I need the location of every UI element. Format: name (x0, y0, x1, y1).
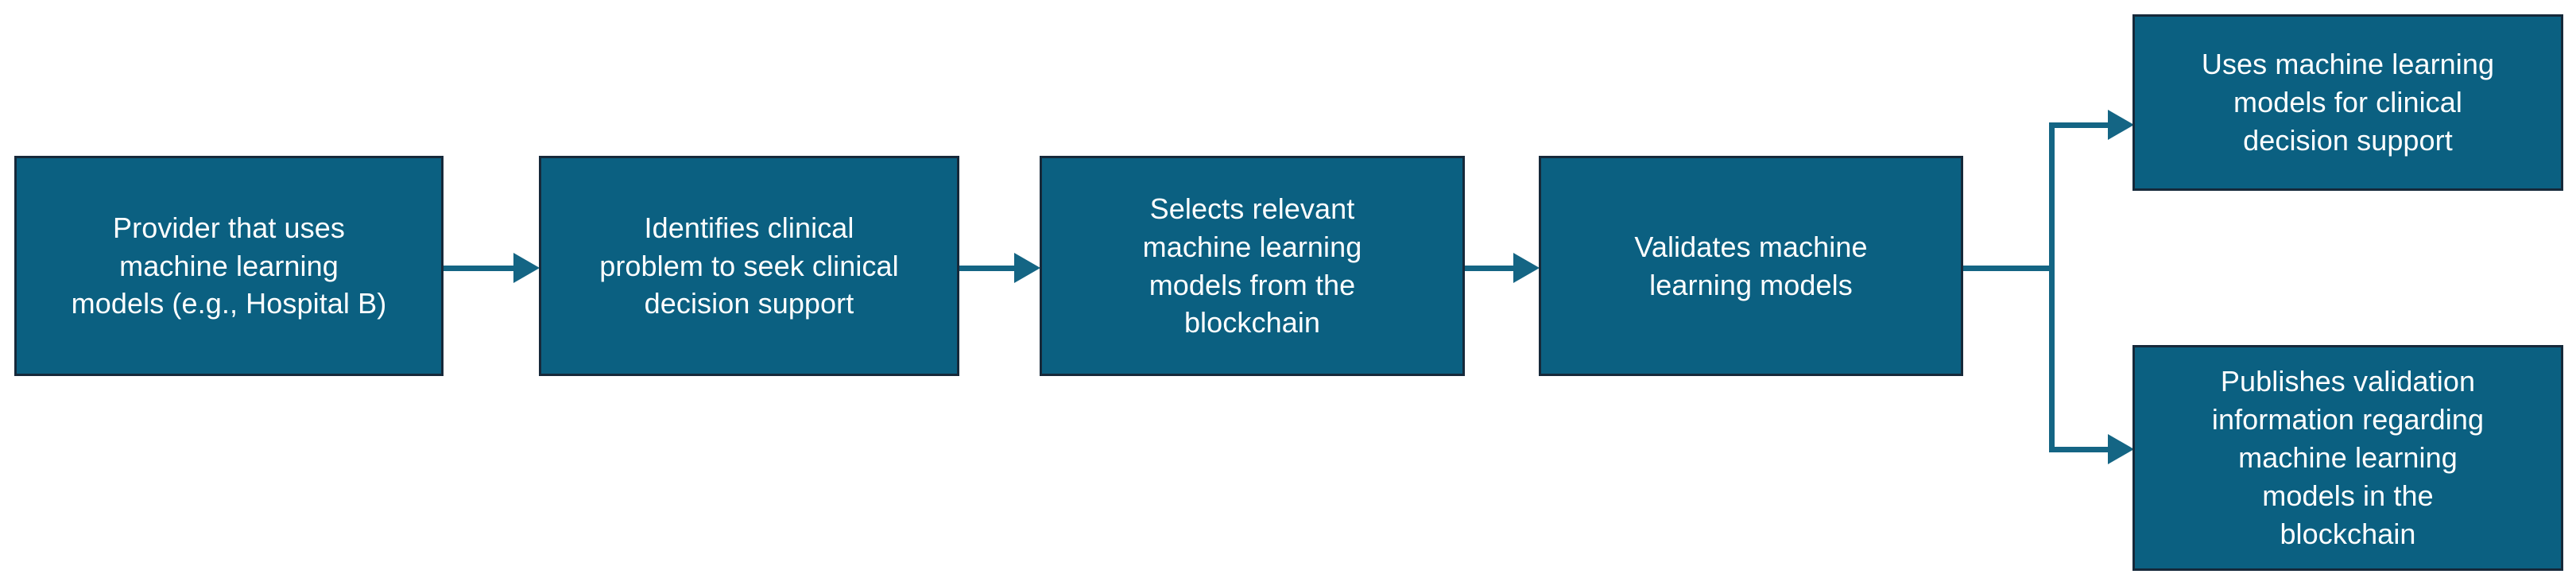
connector-validate-branch-spine (2049, 122, 2055, 452)
node-use-models[interactable]: Uses machine learning models for clinica… (2132, 14, 2563, 191)
arrowhead-validate-to-publish (2108, 434, 2134, 464)
node-validate-models-label: Validates machine learning models (1634, 230, 1868, 301)
connector-identify-to-select (959, 266, 1015, 271)
node-identify-problem-label: Identifies clinical problem to seek clin… (599, 211, 899, 320)
node-select-models-label: Selects relevant machine learning models… (1142, 192, 1362, 339)
node-identify-problem[interactable]: Identifies clinical problem to seek clin… (539, 156, 959, 376)
arrowhead-identify-to-select (1014, 253, 1040, 283)
connector-validate-to-use (2049, 122, 2119, 128)
node-provider[interactable]: Provider that uses machine learning mode… (14, 156, 444, 376)
node-publish-validation[interactable]: Publishes validation information regardi… (2132, 345, 2563, 571)
connector-select-to-validate (1465, 266, 1514, 271)
node-use-models-label: Uses machine learning models for clinica… (2201, 48, 2495, 157)
connector-validate-branch-stem (1963, 266, 2055, 271)
connector-provider-to-identify (444, 266, 513, 271)
node-provider-label: Provider that uses machine learning mode… (71, 211, 387, 320)
arrowhead-validate-to-use (2108, 110, 2134, 140)
arrowhead-select-to-validate (1513, 253, 1540, 283)
arrowhead-provider-to-identify (513, 253, 540, 283)
connector-validate-to-publish (2049, 447, 2119, 452)
node-select-models[interactable]: Selects relevant machine learning models… (1040, 156, 1465, 376)
node-validate-models[interactable]: Validates machine learning models (1539, 156, 1963, 376)
node-publish-validation-label: Publishes validation information regardi… (2211, 365, 2485, 550)
